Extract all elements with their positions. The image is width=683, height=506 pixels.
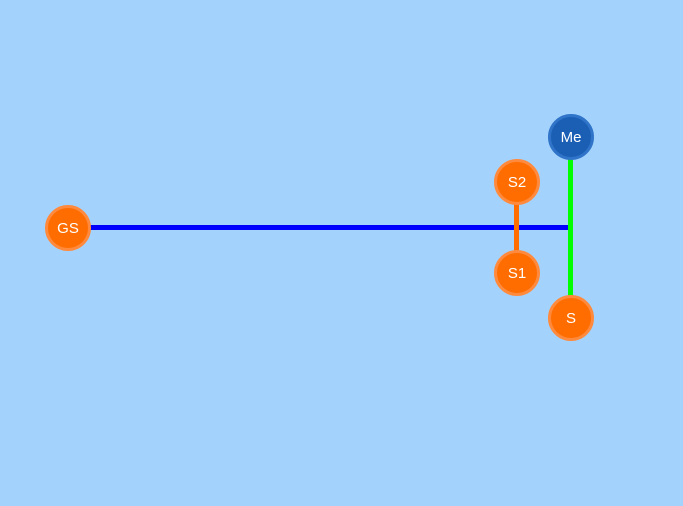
node-gs[interactable]: GS <box>45 205 91 251</box>
node-s2[interactable]: S2 <box>494 159 540 205</box>
edge-me-to-s <box>568 137 573 318</box>
node-s-label: S <box>565 309 576 327</box>
node-gs-label: GS <box>57 219 79 237</box>
node-s1-label: S1 <box>507 264 527 282</box>
node-me-label: Me <box>560 128 582 146</box>
node-s[interactable]: S <box>548 295 594 341</box>
edge-s2-to-s1 <box>514 182 519 273</box>
node-me[interactable]: Me <box>548 114 594 160</box>
node-s1[interactable]: S1 <box>494 250 540 296</box>
edge-gs-to-junction <box>68 225 571 230</box>
node-s2-label: S2 <box>507 173 527 191</box>
